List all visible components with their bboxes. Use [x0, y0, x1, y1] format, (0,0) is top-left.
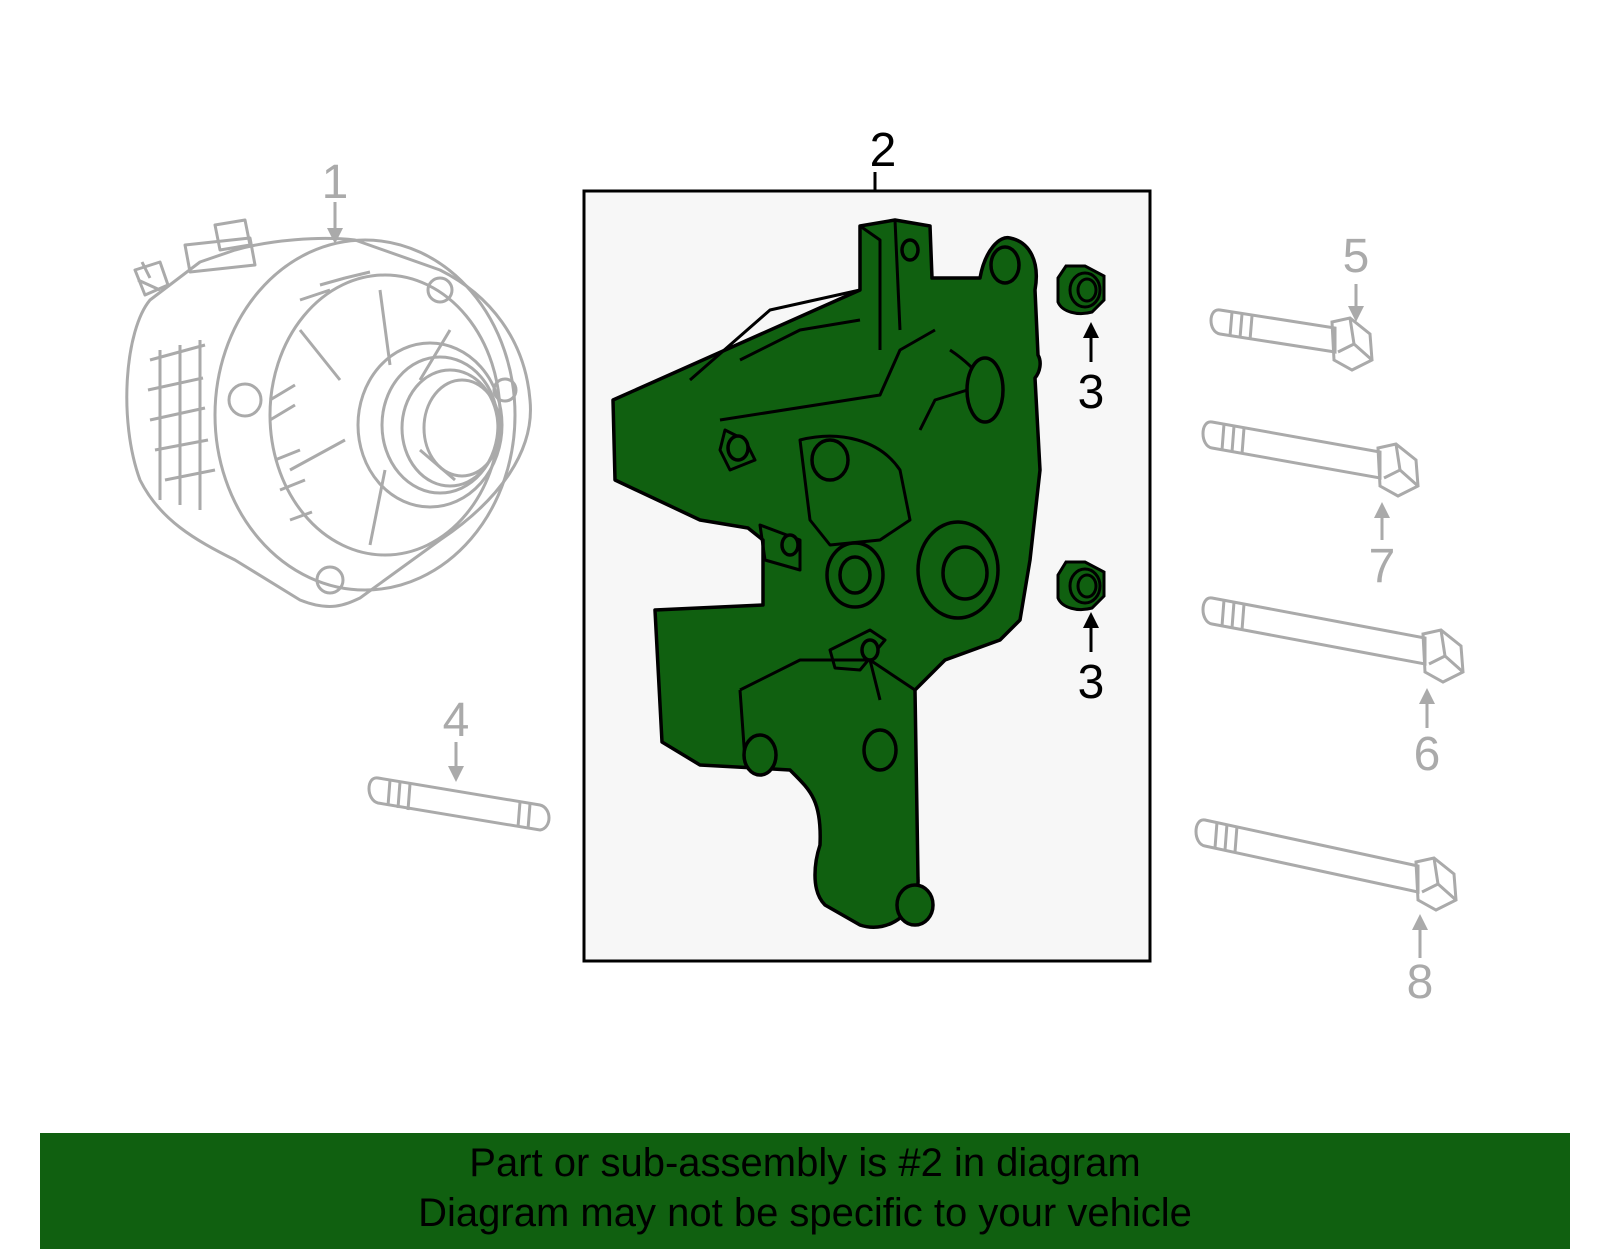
alternator-part	[125, 218, 532, 608]
bolt-part-5	[1209, 308, 1374, 372]
callout-3-lower: 3	[1078, 656, 1105, 709]
bolt-part-8	[1194, 818, 1458, 912]
callout-1: 1	[322, 156, 349, 209]
banner-line-2: Diagram may not be specific to your vehi…	[418, 1191, 1192, 1235]
bushing-part-lower[interactable]	[1056, 560, 1106, 612]
callout-6: 6	[1414, 728, 1441, 781]
banner-line-1: Part or sub-assembly is #2 in diagram	[469, 1141, 1141, 1185]
callout-8: 8	[1407, 956, 1434, 1009]
callout-7: 7	[1369, 540, 1396, 593]
callout-2: 2	[870, 124, 897, 177]
bolt-part-6	[1201, 596, 1465, 684]
bushing-part-upper[interactable]	[1056, 264, 1106, 316]
mounting-bracket-part[interactable]	[611, 218, 1042, 929]
leader-arrows	[327, 202, 1435, 958]
stud-part	[367, 776, 551, 832]
callout-5: 5	[1343, 230, 1370, 283]
info-banner: Part or sub-assembly is #2 in diagram Di…	[40, 1133, 1570, 1249]
callout-4: 4	[443, 694, 470, 747]
bolt-part-7	[1201, 420, 1420, 498]
callout-3-upper: 3	[1078, 366, 1105, 419]
